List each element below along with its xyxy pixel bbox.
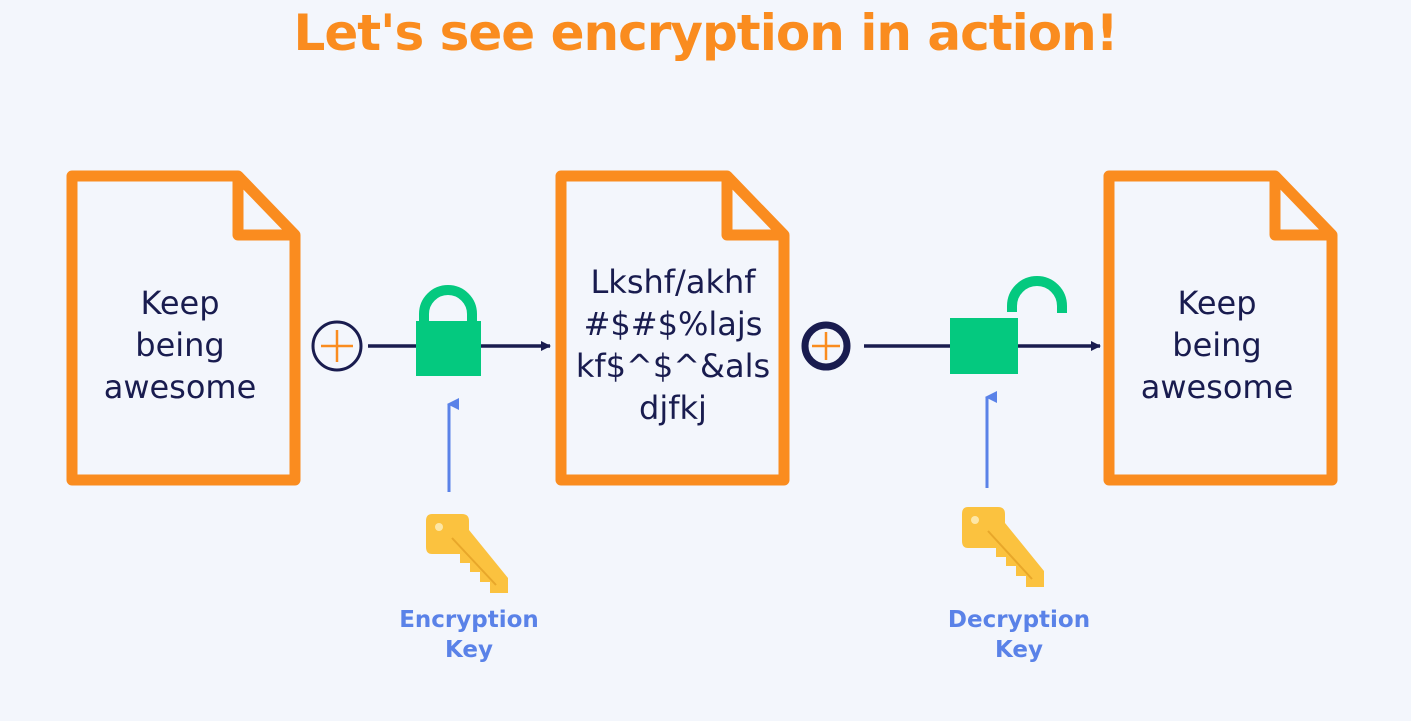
decryption-key-label: Decryption Key xyxy=(919,605,1119,665)
locked-padlock-icon xyxy=(416,285,481,376)
message-line: Keep xyxy=(1177,284,1257,322)
decrypted-document xyxy=(1103,170,1338,486)
key-label-line: Key xyxy=(994,637,1043,663)
key-label-line: Decryption xyxy=(947,607,1091,633)
plaintext-message: Keep being awesome xyxy=(80,240,280,450)
unlocked-padlock-icon xyxy=(950,276,1067,374)
message-line: Keep xyxy=(140,284,220,322)
message-line: Lkshf/akhf xyxy=(590,263,756,301)
key-icon xyxy=(962,507,1044,587)
message-line: awesome xyxy=(103,368,257,406)
key-label-line: Key xyxy=(444,637,493,663)
message-line: being xyxy=(135,326,225,364)
message-line: being xyxy=(1172,326,1262,364)
key-icon xyxy=(426,514,508,593)
page-title: Let's see encryption in action! xyxy=(293,4,1118,62)
message-line: kf$^$^&als xyxy=(575,347,771,385)
xor-plus-icon xyxy=(801,321,851,371)
xor-plus-icon xyxy=(311,320,363,372)
ciphertext-message: Lkshf/akhf #$#$%lajs kf$^$^&als djfkj xyxy=(568,240,778,450)
message-line: #$#$%lajs xyxy=(583,305,763,343)
encryption-key-label: Encryption Key xyxy=(369,605,569,665)
message-line: awesome xyxy=(1140,368,1294,406)
decrypted-message: Keep being awesome xyxy=(1117,240,1317,450)
ciphertext-document xyxy=(555,170,790,486)
key-label-line: Encryption xyxy=(399,607,539,633)
plaintext-document xyxy=(66,170,301,486)
message-line: djfkj xyxy=(639,389,707,427)
